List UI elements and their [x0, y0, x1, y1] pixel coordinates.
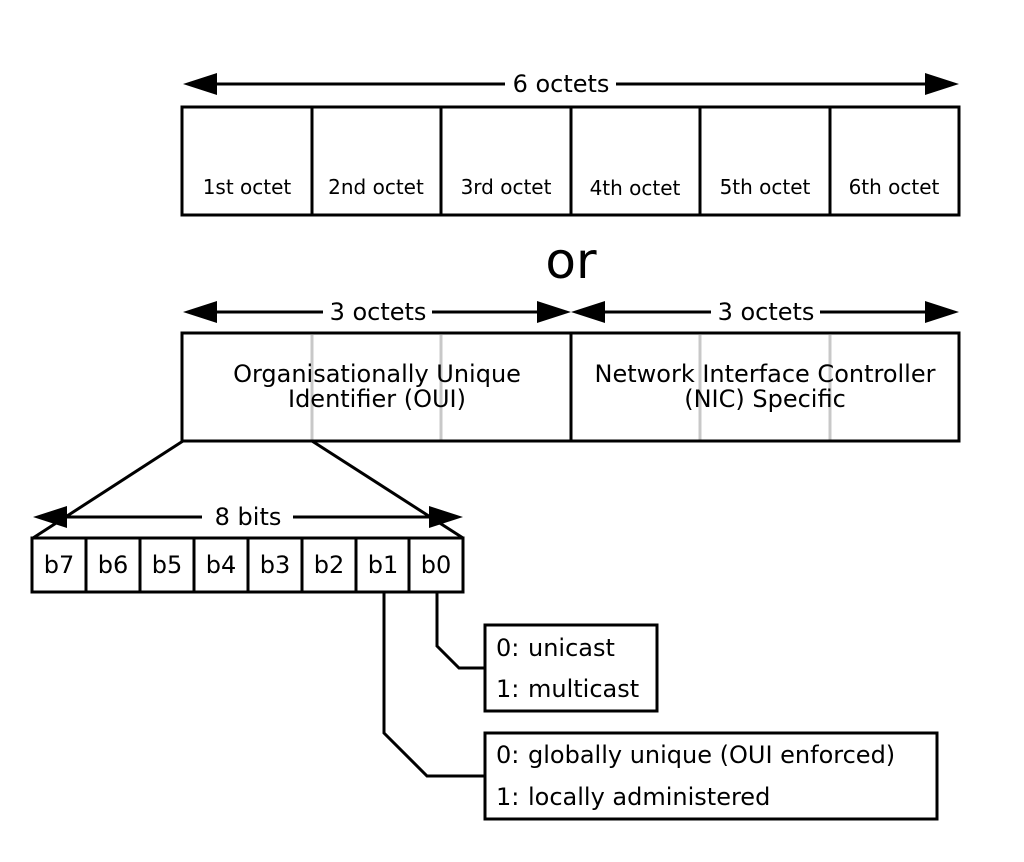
connector-b0: [435, 593, 485, 670]
octet-label-1: 1st octet: [203, 175, 292, 199]
span-label-oui: 3 octets: [330, 298, 427, 326]
octet-label-5: 5th octet: [720, 175, 811, 199]
bit-label-b4: b4: [206, 551, 237, 579]
legend-b1-key-0: 0:: [496, 741, 519, 769]
oui-nic-row: Organisationally Unique Identifier (OUI)…: [180, 331, 961, 443]
arrowhead-right: [925, 301, 959, 323]
legend-b0-text-1: multicast: [528, 675, 639, 703]
bit-label-b2: b2: [314, 551, 345, 579]
legend-b0-text-0: unicast: [528, 634, 615, 662]
legend-b0-key-1: 1:: [496, 675, 519, 703]
arrowhead-right: [429, 506, 463, 528]
nic-label-line-2: (NIC) Specific: [684, 385, 846, 413]
bit-row: b7 b6 b5 b4 b3 b2 b1 b0: [30, 536, 465, 594]
bit-label-b7: b7: [44, 551, 75, 579]
arrowhead-left: [571, 301, 605, 323]
legend-b0-frame: [483, 623, 659, 713]
octet-label-3: 3rd octet: [461, 175, 552, 199]
oui-label-line-2: Identifier (OUI): [288, 385, 466, 413]
legend-b1-key-1: 1:: [496, 783, 519, 811]
span-6-octets: 6 octets: [183, 70, 959, 98]
connector-b1: [382, 593, 485, 778]
legend-b1-text-1: locally administered: [528, 783, 770, 811]
arrowhead-left: [33, 506, 67, 528]
arrowhead-right: [537, 301, 571, 323]
octet-label-4: 4th octet: [590, 176, 681, 200]
legend-b0-key-0: 0:: [496, 634, 519, 662]
or-label: or: [545, 232, 597, 290]
nic-label-line-1: Network Interface Controller: [595, 360, 936, 388]
bit-label-b3: b3: [260, 551, 291, 579]
octet-label-6: 6th octet: [849, 175, 940, 199]
bit-label-b1: b1: [368, 551, 399, 579]
bit-label-b0: b0: [421, 551, 452, 579]
span-label-nic: 3 octets: [718, 298, 815, 326]
legend-b1-text-0: globally unique (OUI enforced): [528, 741, 895, 769]
legend-b1-frame: [483, 731, 939, 821]
arrowhead-right: [925, 73, 959, 95]
bit-label-b6: b6: [98, 551, 129, 579]
legend-b0: 0: unicast 1: multicast: [483, 623, 659, 713]
span-label-6-octets: 6 octets: [513, 70, 610, 98]
octet-row: 1st octet 2nd octet 3rd octet 4th octet …: [180, 105, 961, 217]
span-nic-3-octets: 3 octets: [571, 298, 959, 326]
span-label-8-bits: 8 bits: [215, 503, 282, 531]
span-8-bits: 8 bits: [33, 503, 463, 531]
oui-label-line-1: Organisationally Unique: [233, 360, 521, 388]
bit-label-b5: b5: [152, 551, 183, 579]
span-oui-3-octets: 3 octets: [183, 298, 571, 326]
legend-b1: 0: globally unique (OUI enforced) 1: loc…: [483, 731, 939, 821]
arrowhead-left: [183, 73, 217, 95]
arrowhead-left: [183, 301, 217, 323]
octet-label-2: 2nd octet: [328, 175, 424, 199]
